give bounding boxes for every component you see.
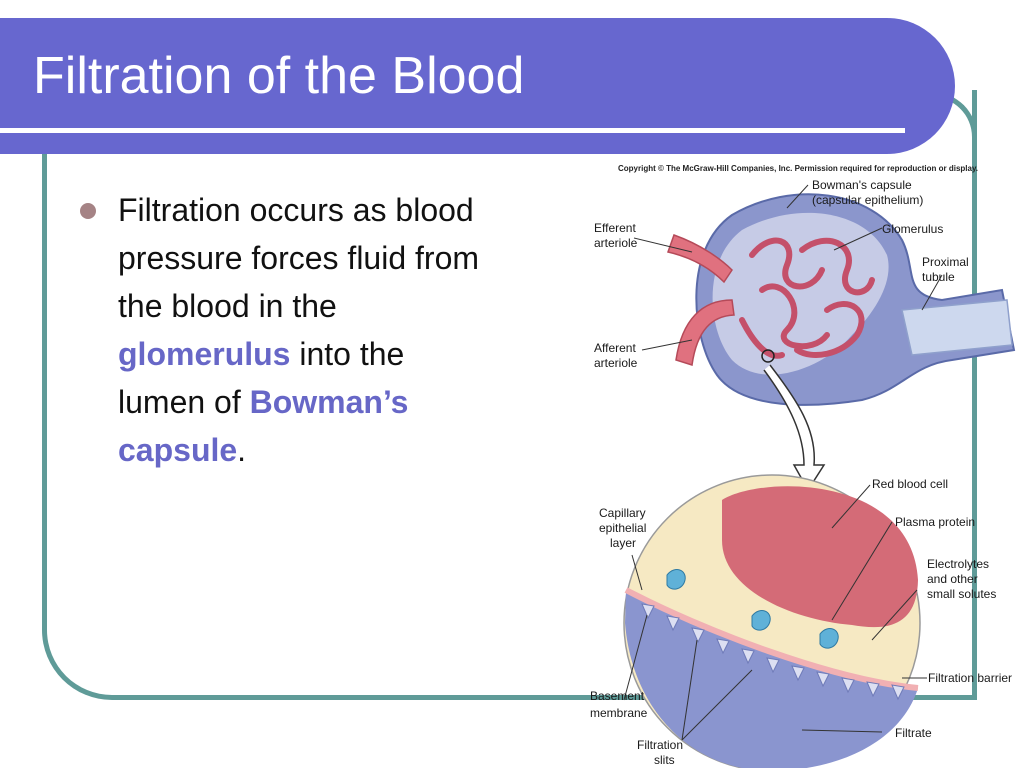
pointer-lines — [623, 184, 943, 741]
term-bowmans-capsule: Bowman’s capsule — [118, 384, 409, 468]
label-glomerulus: Glomerulus — [882, 222, 944, 236]
bullet-text-part2: into the lumen of — [118, 336, 405, 420]
label-electrolytes-line1: Electrolytes — [927, 557, 990, 571]
label-filtrate: Filtrate — [895, 726, 932, 740]
slide-frame-line — [42, 90, 977, 700]
label-capillary-line1: Capillary — [599, 506, 646, 520]
title-underline — [0, 128, 905, 133]
efferent-arteriole-shape — [667, 234, 733, 284]
label-filtration-slits-line2: slits — [654, 753, 675, 767]
label-plasma-protein: Plasma protein — [895, 515, 976, 529]
label-proximal-line2: tubule — [922, 270, 955, 284]
copyright-notice: Copyright © The McGraw-Hill Companies, I… — [618, 164, 979, 173]
label-capillary-line2: epithelial — [599, 521, 647, 535]
filtration-barrier-layer — [624, 587, 919, 691]
red-blood-cell — [722, 486, 918, 628]
plasma-proteins — [666, 569, 839, 649]
label-filtration-slits-line1: Filtration — [637, 738, 684, 752]
bullet-icon — [80, 203, 96, 219]
label-basement-line1: Basement — [590, 689, 645, 703]
proximal-tubule-shape — [901, 299, 1013, 356]
bullet-text-part1: Filtration occurs as blood pressure forc… — [118, 192, 480, 324]
glomerulus-loops — [739, 237, 875, 359]
afferent-arteriole-shape — [675, 299, 735, 366]
label-electrolytes-line2: and other — [927, 572, 978, 586]
label-bowmans-capsule-line2: (capsular epithelium) — [812, 193, 924, 207]
zoom-marker — [761, 349, 775, 363]
nephron-illustration — [623, 184, 1016, 768]
label-capillary-line3: layer — [610, 536, 637, 550]
term-glomerulus: glomerulus — [118, 336, 291, 372]
label-proximal-line1: Proximal — [922, 255, 969, 269]
label-bowmans-capsule-line1: Bowman's capsule — [812, 178, 912, 192]
label-electrolytes-line3: small solutes — [927, 587, 997, 601]
bullet-text: Filtration occurs as blood pressure forc… — [118, 186, 498, 474]
nephron-figure: Copyright © The McGraw-Hill Companies, I… — [582, 160, 1024, 768]
bullet-text-part3: . — [237, 432, 247, 468]
label-red-blood-cell: Red blood cell — [872, 477, 949, 491]
filtration-slit-teeth — [641, 603, 905, 701]
label-filtration-barrier: Filtration barrier — [928, 671, 1013, 685]
label-efferent-line2: arteriole — [594, 236, 638, 250]
label-afferent-line2: arteriole — [594, 356, 638, 370]
slide-title: Filtration of the Blood — [33, 47, 525, 105]
label-basement-line2: membrane — [590, 706, 648, 720]
label-afferent-line1: Afferent — [594, 341, 636, 355]
label-efferent-line1: Efferent — [594, 221, 636, 235]
